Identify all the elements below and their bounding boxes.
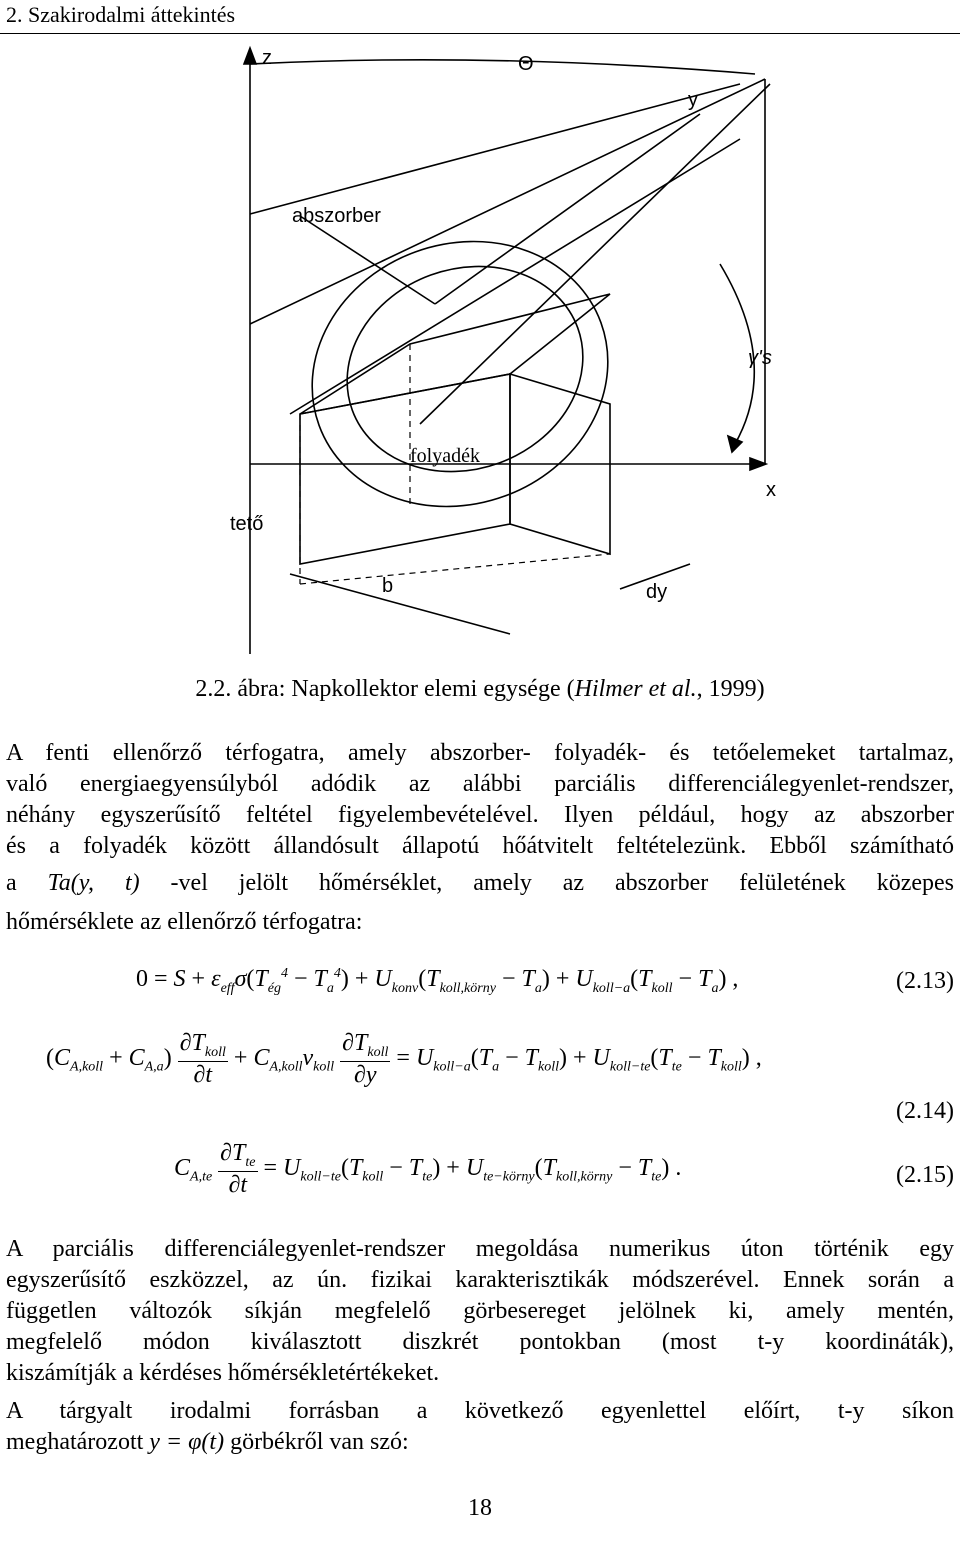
eq-number-2-14: (2.14) — [896, 1098, 954, 1124]
section-header: 2. Szakirodalmi áttekintés — [6, 2, 236, 27]
z-label: z — [262, 47, 272, 69]
page-number: 18 — [468, 1495, 492, 1521]
z-arrow — [242, 45, 258, 65]
block-top — [299, 293, 611, 415]
y-label: y — [688, 89, 698, 111]
teto-label: tető — [230, 513, 263, 535]
paragraph-2: A parciális differenciálegyenlet-rendsze… — [6, 1236, 954, 1386]
ray-2 — [249, 83, 741, 215]
x-label: x — [766, 479, 776, 501]
ray-1 — [249, 78, 766, 325]
gamma-label: γ's — [748, 347, 772, 369]
gamma-arc — [719, 263, 755, 445]
theta-label: Θ — [518, 53, 534, 75]
folyadek-label: folyadék — [410, 445, 480, 467]
x-arrow — [749, 456, 769, 472]
ray-4 — [419, 83, 771, 425]
dy-dimension — [619, 563, 691, 590]
inner-fluid — [346, 265, 584, 473]
solar-collector-diagram: z Θ y abszorber γ's x tető b dy folyadék — [230, 45, 776, 654]
b-dimension — [289, 573, 511, 635]
paragraph-3: A tárgyalt irodalmi forrásban a következ… — [6, 1398, 954, 1455]
ray-3 — [289, 138, 741, 415]
abszorber-label: abszorber — [292, 205, 381, 227]
eq-number-2-15: (2.15) — [896, 1162, 954, 1188]
b-label: b — [382, 575, 393, 597]
figure-caption: 2.2. ábra: Napkollektor elemi egysége (H… — [195, 676, 765, 702]
dy-label: dy — [646, 581, 667, 603]
ray-5 — [434, 113, 701, 305]
gamma-arrow — [726, 434, 744, 454]
paragraph-1: A fenti ellenőrző térfogatra, amely absz… — [6, 740, 955, 935]
theta-arc — [249, 58, 756, 75]
outer-ring — [311, 240, 609, 508]
eq-number-2-13: (2.13) — [896, 968, 954, 994]
header-rule — [0, 33, 960, 34]
